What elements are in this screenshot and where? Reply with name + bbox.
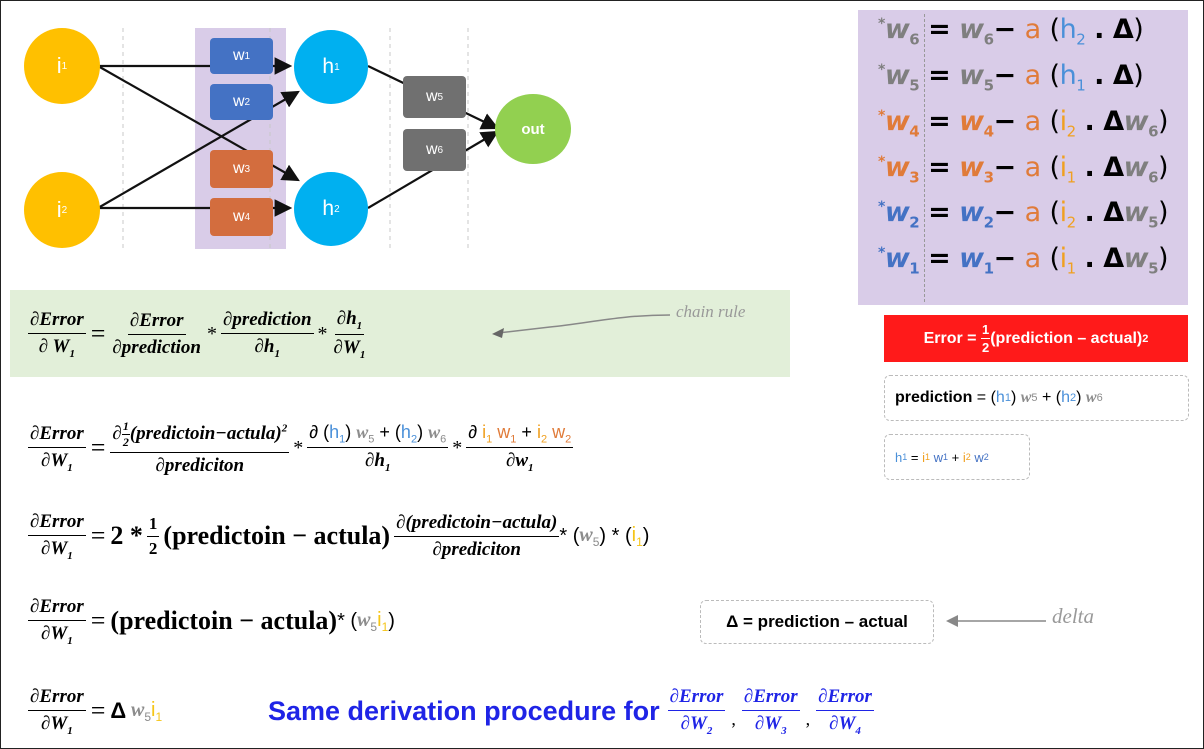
eq2-factor-2: ∂ (h1) w5 + (h2) w6 ∂h1	[307, 421, 449, 475]
derivation-result: ∂Error∂W1 = Δ w5i1	[28, 685, 163, 737]
delta-annotation: delta	[1052, 604, 1094, 628]
chain-rule-equation: ∂Error∂ W1 = ∂Error∂prediction * ∂predic…	[28, 307, 366, 361]
weight-update-row: *w1 = w1− a (i1 . Δw5)	[878, 243, 1169, 278]
chain-rule-annotation: chain rule	[676, 302, 746, 321]
chain-factor-2: ∂prediction∂h1	[220, 308, 314, 360]
chain-factor-1: ∂Error∂prediction	[112, 309, 201, 358]
derivation-step-3: ∂Error∂W1 = (predictoin − actula) * ( w5…	[28, 595, 395, 647]
weight-update-row: *w2 = w2− a (i2 . Δw5)	[878, 197, 1169, 232]
output-node: out	[495, 94, 571, 164]
delta-definition-box: Δ = prediction – actual	[700, 600, 934, 644]
weight-update-row: *w5 = w5− a (h1 . Δ)	[878, 60, 1144, 95]
error-half-fraction: 1 2	[980, 322, 991, 355]
weight-update-row: *w6 = w6− a (h2 . Δ)	[878, 14, 1144, 49]
panel-divider	[924, 14, 925, 302]
chain-rule-arrow	[492, 314, 671, 338]
error-formula-box: Error = 1 2 (prediction – actual)2	[884, 315, 1188, 362]
chain-factor-3: ∂h1∂W1	[333, 307, 366, 361]
eq2-factor-3: ∂ i1 w1 + i2 w2 ∂w1	[466, 421, 574, 475]
weight-update-row: *w3 = w3− a (i1 . Δw6)	[878, 152, 1169, 187]
weight-update-row: *w4 = w4− a (i2 . Δw6)	[878, 106, 1169, 141]
delta-arrow	[946, 615, 1046, 627]
weight-update-panel	[858, 10, 1188, 305]
chain-lhs: ∂Error∂ W1	[28, 308, 86, 360]
same-derivation-note: Same derivation procedure for ∂Error∂W2 …	[268, 685, 874, 737]
